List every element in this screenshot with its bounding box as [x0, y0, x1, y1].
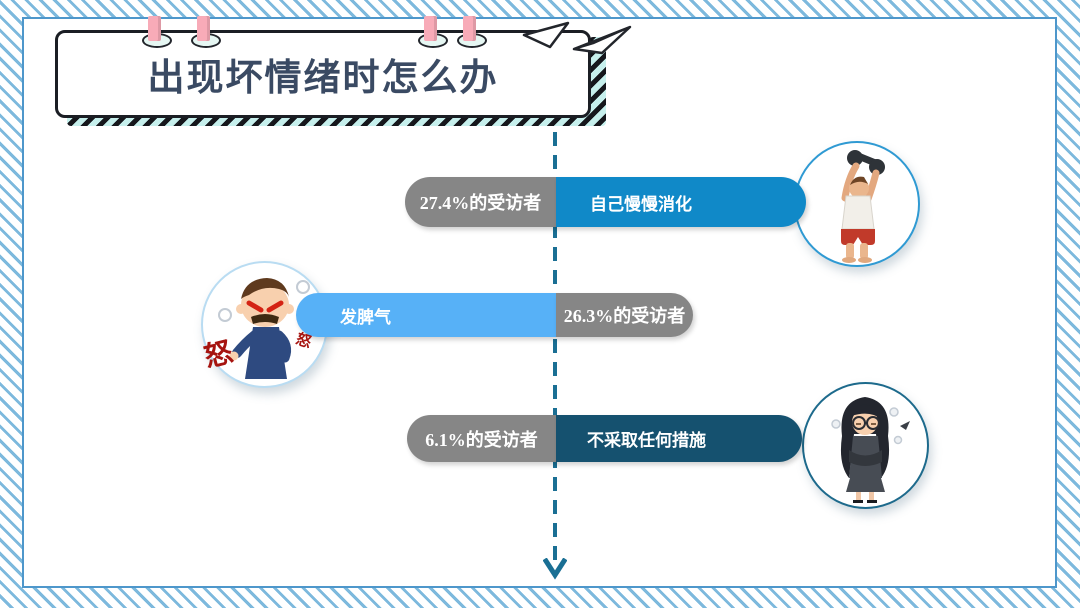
- angry-man-icon: 怒 怒: [203, 278, 314, 379]
- bar-percent-no-action: 6.1%的受访者: [407, 415, 556, 462]
- pushpin-icon: [424, 16, 437, 41]
- page-title: 出现坏情绪时怎么办: [147, 58, 499, 99]
- anger-character: 怒: [203, 336, 236, 373]
- answer-label: 自己慢慢消化: [590, 194, 692, 214]
- bar-answer-temper: 发脾气: [296, 293, 556, 337]
- bar-answer-digest: 自己慢慢消化: [556, 177, 806, 227]
- illustration-circle-angry-man: 怒 怒: [201, 261, 328, 388]
- title-shadow-right: [589, 37, 606, 126]
- weightlifter-icon: [841, 150, 885, 263]
- down-arrow-icon: [543, 558, 567, 580]
- center-dashed-line: [553, 132, 557, 560]
- percent-label: 26.3%的受访者: [563, 306, 686, 326]
- pushpin-icon: [463, 16, 476, 41]
- pushpin-icon: [197, 16, 210, 41]
- bar-percent-temper: 26.3%的受访者: [556, 293, 693, 337]
- title-box: 出现坏情绪时怎么办: [55, 30, 591, 118]
- anger-character-small: 怒: [294, 330, 314, 352]
- percent-label: 27.4%的受访者: [419, 193, 542, 213]
- paper-plane-icon: [522, 21, 632, 55]
- percent-label: 6.1%的受访者: [425, 429, 538, 450]
- thinking-woman-icon: [831, 397, 910, 503]
- bar-percent-digest: 27.4%的受访者: [405, 177, 556, 227]
- answer-label: 发脾气: [340, 307, 391, 327]
- pushpin-icon: [148, 16, 161, 41]
- illustration-circle-thinking-woman: [802, 382, 929, 509]
- illustration-circle-weightlifter: [794, 141, 920, 267]
- bar-answer-no-action: 不采取任何措施: [556, 415, 802, 462]
- answer-label: 不采取任何措施: [587, 431, 706, 450]
